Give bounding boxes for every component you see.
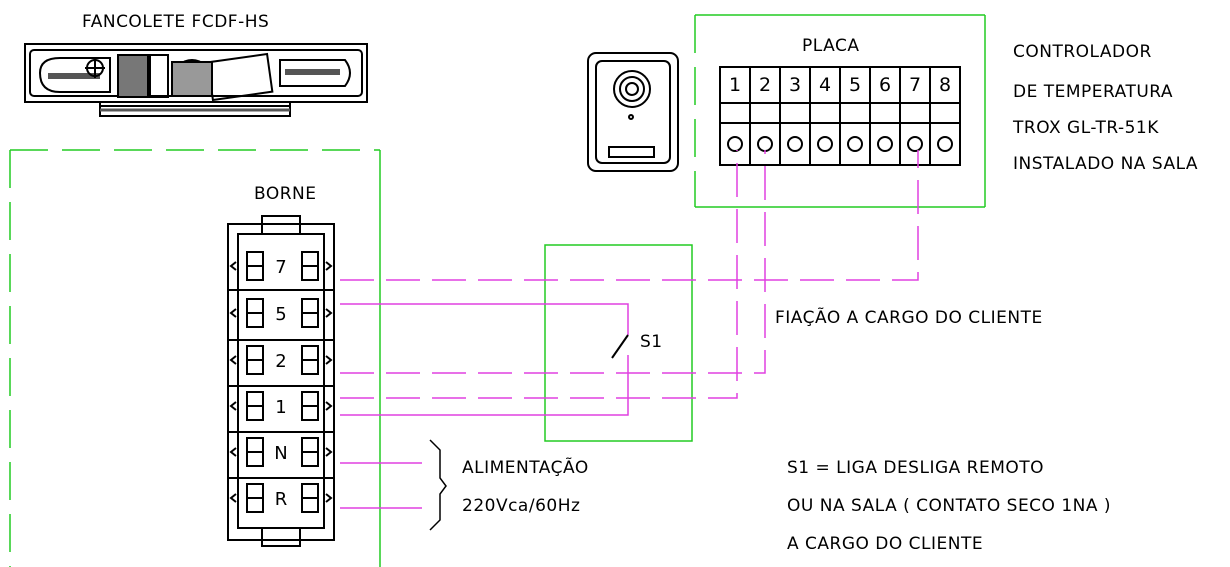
- switch-note-line: OU NA SALA ( CONTATO SECO 1NA ): [787, 496, 1112, 516]
- power-brace: [429, 439, 447, 531]
- board-terminal-number: 8: [938, 74, 952, 96]
- fancoil-label: FANCOLETE FCDF-HS: [82, 12, 270, 32]
- board-terminal-number: 2: [758, 74, 772, 96]
- controller-desc-line: INSTALADO NA SALA: [1013, 154, 1199, 174]
- fancoil-unit-drawing: [24, 43, 368, 117]
- terminal-arrow-left: [229, 355, 237, 365]
- board-terminal-screw: [727, 136, 743, 152]
- switch-label: S1: [640, 332, 663, 352]
- board-terminal-screw: [877, 136, 893, 152]
- board-terminal-screw: [907, 136, 923, 152]
- controller-board-cells: [727, 67, 953, 165]
- board-terminal-number: 7: [908, 74, 922, 96]
- board-terminal-screw: [787, 136, 803, 152]
- controller-desc-line: TROX GL-TR-51K: [1013, 118, 1159, 138]
- controller-desc-line: DE TEMPERATURA: [1013, 82, 1174, 102]
- switch-note-line: S1 = LIGA DESLIGA REMOTO: [787, 458, 1045, 478]
- terminal-number: R: [274, 489, 288, 510]
- power-supply-label: ALIMENTAÇÃO: [462, 458, 589, 478]
- wiring-note: FIAÇÃO A CARGO DO CLIENTE: [775, 308, 1043, 328]
- switch-s1-symbol: [611, 334, 629, 359]
- board-terminal-screw: [817, 136, 833, 152]
- board-terminal-number: 3: [788, 74, 802, 96]
- terminal-arrow-left: [229, 261, 237, 271]
- terminal-number: 2: [275, 351, 287, 372]
- terminal-number: 5: [275, 304, 287, 325]
- board-terminal-screw: [847, 136, 863, 152]
- terminal-number: 7: [275, 257, 287, 278]
- enclosure-lines: [9, 14, 986, 567]
- board-terminal-number: 4: [818, 74, 832, 96]
- terminal-arrow-right: [325, 401, 333, 411]
- terminal-arrow-right: [325, 447, 333, 457]
- board-terminal-number: 5: [848, 74, 862, 96]
- board-terminal-number: 6: [878, 74, 892, 96]
- terminal-arrow-right: [325, 308, 333, 318]
- terminal-arrow-right: [325, 493, 333, 503]
- terminal-block-slots: [229, 251, 333, 513]
- terminal-block-label: BORNE: [254, 184, 317, 204]
- board-terminal-screw: [937, 136, 953, 152]
- terminal-number: N: [274, 443, 288, 464]
- terminal-arrow-left: [229, 447, 237, 457]
- terminal-block-drawing: [227, 215, 335, 547]
- controller-desc-line: CONTROLADOR: [1013, 42, 1152, 62]
- terminal-arrow-left: [229, 308, 237, 318]
- board-terminal-number: 1: [728, 74, 742, 96]
- controller-board-label: PLACA: [802, 36, 860, 56]
- terminal-arrow-left: [229, 401, 237, 411]
- terminal-arrow-left: [229, 493, 237, 503]
- switch-note-line: A CARGO DO CLIENTE: [787, 534, 984, 554]
- board-terminal-screw: [757, 136, 773, 152]
- terminal-arrow-right: [325, 355, 333, 365]
- field-wiring: [340, 150, 919, 509]
- terminal-number: 1: [275, 397, 287, 418]
- terminal-arrow-right: [325, 261, 333, 271]
- power-supply-spec: 220Vca/60Hz: [462, 496, 581, 516]
- thermostat-device: [587, 52, 679, 172]
